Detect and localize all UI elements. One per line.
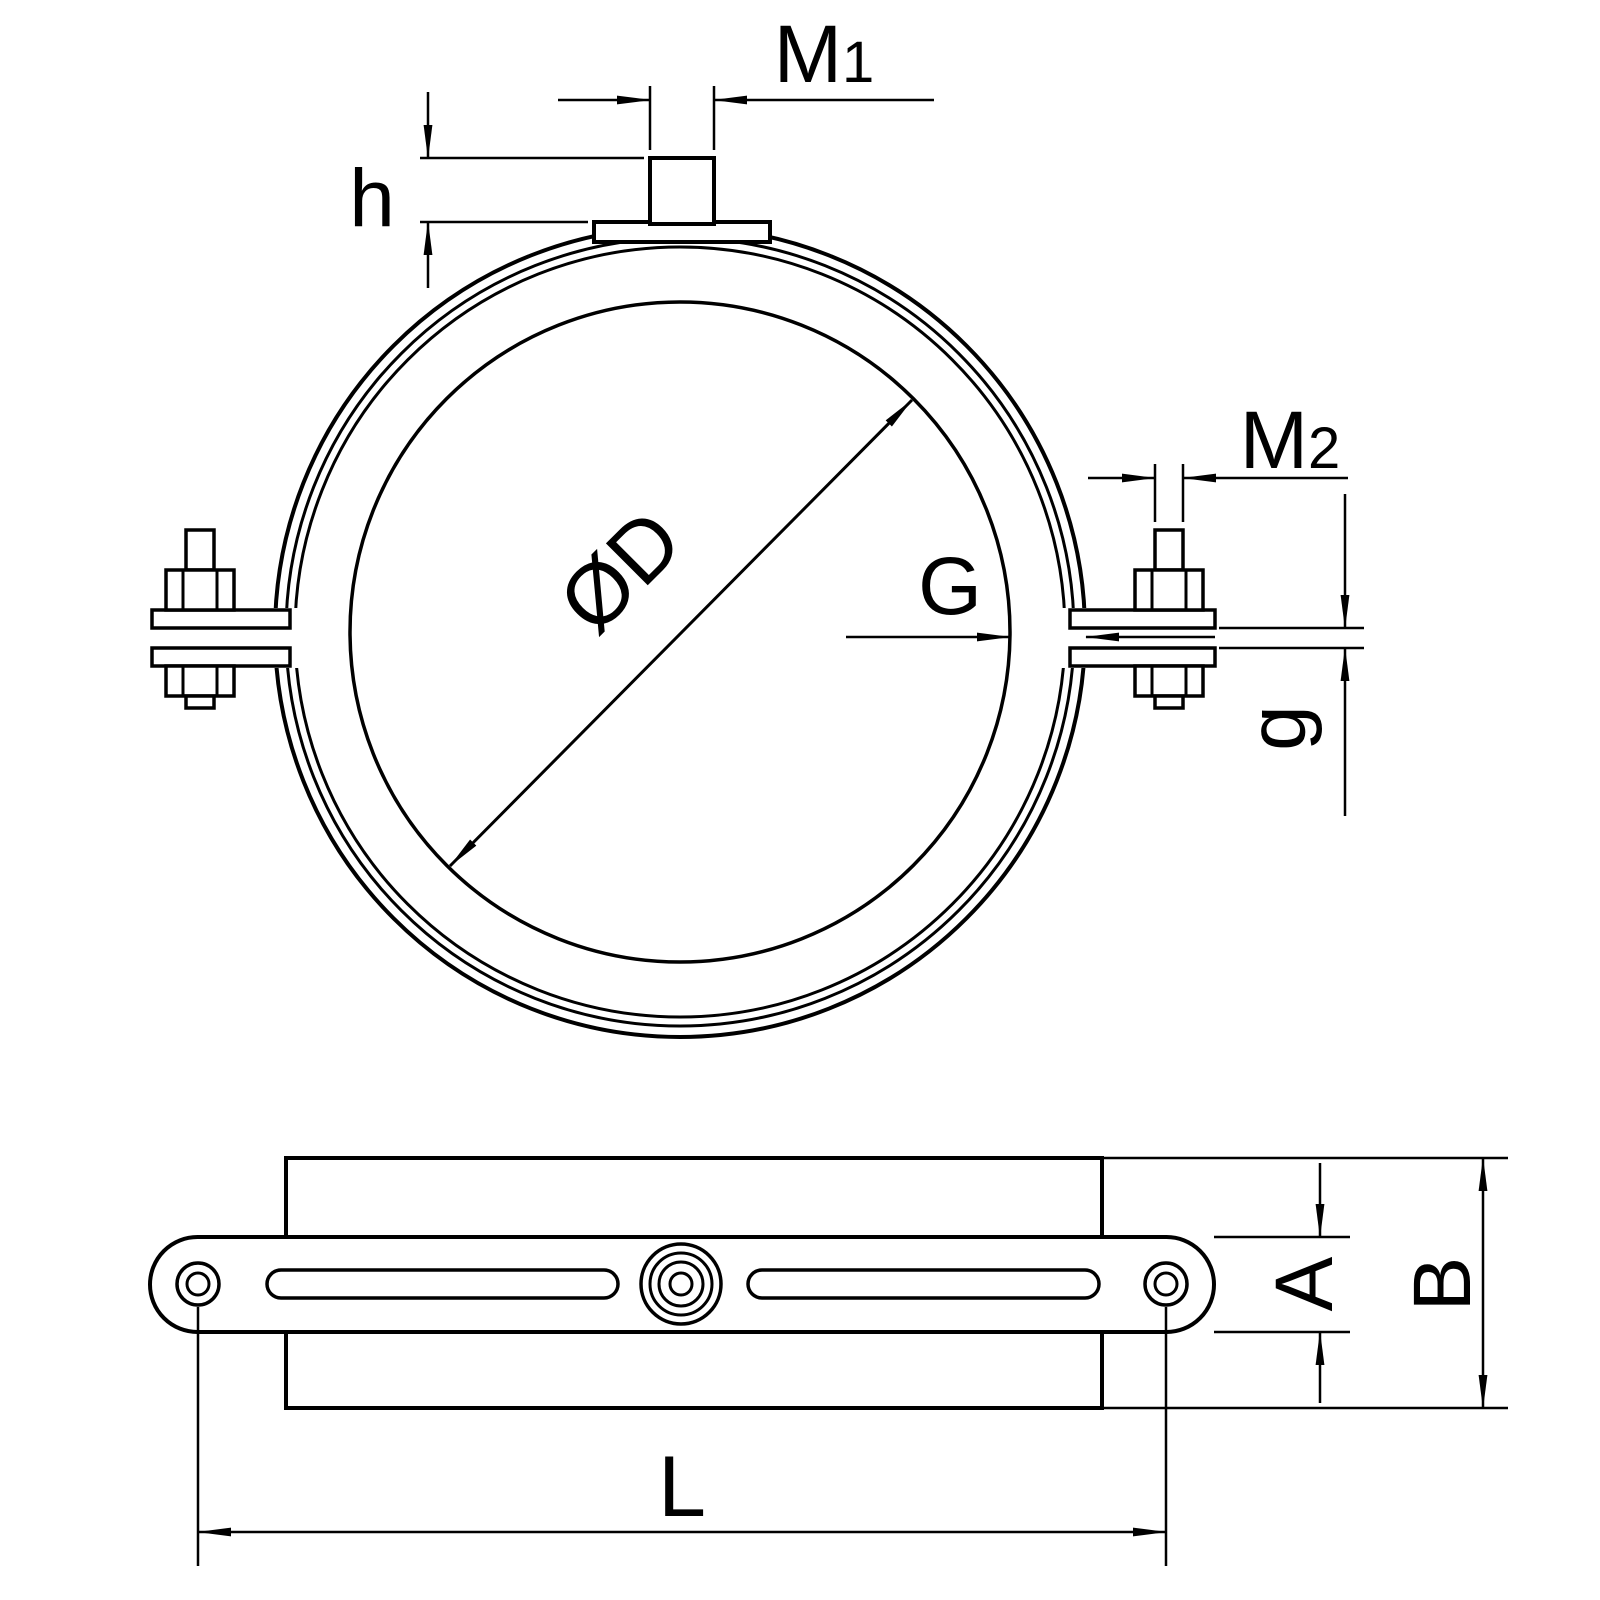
right-bolt-nut-bottom (1133, 664, 1205, 698)
left-bolt-nut-top (164, 568, 236, 612)
side-view: A B L (148, 1156, 1508, 1566)
dim-h: h (349, 92, 644, 288)
right-flange-lower (1068, 646, 1217, 668)
right-nut-top-facets (1150, 570, 1188, 610)
right-bolt-stud-bottom (1153, 694, 1185, 710)
dim-a: A (1214, 1163, 1350, 1403)
b-label: B (1397, 1257, 1488, 1312)
dim-g-lower: g (1219, 494, 1364, 816)
right-slot (746, 1268, 1101, 1300)
top-threaded-boss (648, 156, 716, 226)
h-extension-lines (420, 156, 644, 224)
left-end-hole-inner (185, 1271, 211, 1297)
b-extension-lines (1102, 1156, 1508, 1410)
right-end-hole-inner (1153, 1271, 1179, 1297)
front-view: M1 h ØD G M2 (150, 9, 1364, 1039)
center-boss-ring-1 (639, 1242, 723, 1326)
diameter-label: ØD (541, 492, 700, 651)
right-end-hole-outer (1143, 1261, 1189, 1307)
g-lower-label: g (1232, 705, 1323, 751)
right-nut-bottom-facets (1150, 666, 1188, 696)
left-bolt-stud-top (184, 528, 216, 572)
dim-m1: M1 (558, 9, 934, 150)
left-slot (265, 1268, 620, 1300)
m1-label: M1 (774, 9, 875, 100)
dim-m2: M2 (1088, 395, 1348, 522)
h-label: h (349, 153, 395, 244)
right-flange-upper (1068, 608, 1217, 630)
left-bolt-assembly (150, 528, 292, 710)
dim-diameter: ØD (448, 398, 914, 868)
diameter-arrow (448, 398, 914, 868)
left-flange-lower (150, 646, 292, 668)
l-label: L (658, 1439, 706, 1535)
g-lower-extension-lines (1219, 626, 1364, 650)
center-boss-hole (668, 1271, 694, 1297)
m2-extension-lines (1153, 464, 1185, 522)
dim-g-upper: G (846, 541, 1215, 642)
clamp-strap (148, 1235, 1216, 1334)
right-bolt-assembly (1068, 528, 1217, 710)
left-nut-top-facets (181, 570, 219, 610)
right-bolt-stud-top (1153, 528, 1185, 572)
dim-b: B (1397, 1157, 1488, 1409)
left-flange-upper (150, 608, 292, 630)
left-bolt-stud-bottom (184, 694, 216, 710)
m2-label: M2 (1240, 395, 1341, 486)
a-label: A (1259, 1256, 1350, 1311)
left-end-hole-outer (175, 1261, 221, 1307)
center-boss-ring-2 (648, 1251, 714, 1317)
center-boss (639, 1242, 723, 1326)
dim-l: L (196, 1307, 1168, 1566)
l-extension-lines (196, 1307, 1168, 1566)
pipe-circle (348, 300, 1012, 964)
right-bolt-nut-top (1133, 568, 1205, 612)
g-upper-label: G (918, 541, 982, 632)
a-extension-lines (1214, 1235, 1350, 1334)
m1-extension-lines (648, 86, 716, 150)
left-bolt-nut-bottom (164, 664, 236, 698)
center-boss-ring-3 (657, 1260, 705, 1308)
left-nut-bottom-facets (181, 666, 219, 696)
